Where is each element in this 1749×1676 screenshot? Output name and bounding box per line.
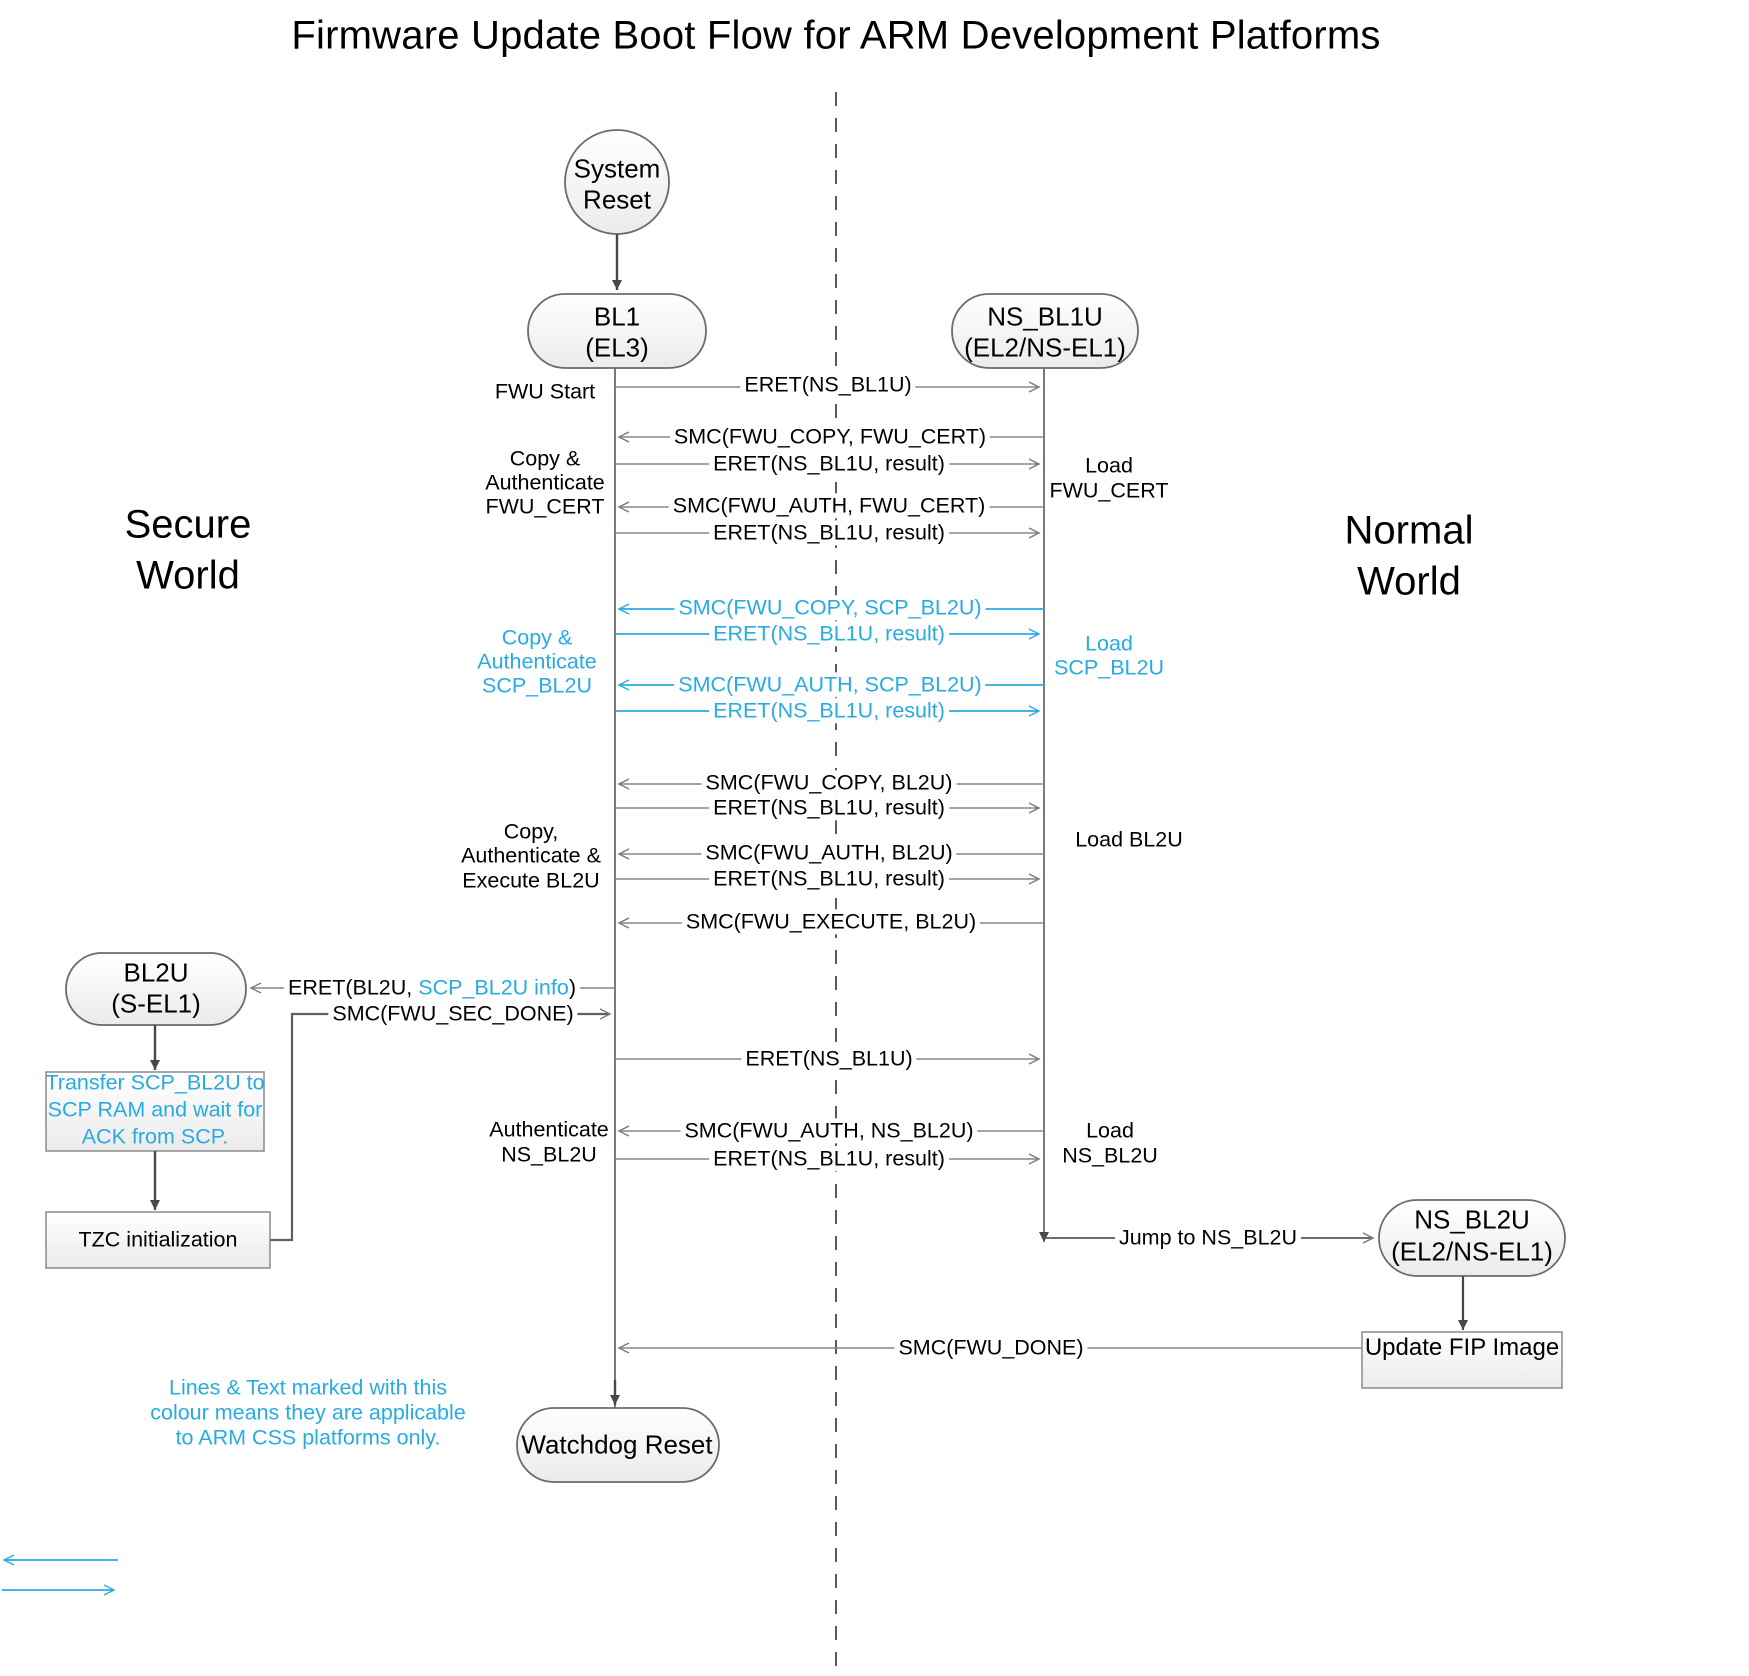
node-system-reset-shape [564, 129, 670, 235]
node-bl2u-shape [65, 952, 247, 1026]
node-ns-bl2u-shape [1378, 1199, 1566, 1277]
box-transfer-scp-shape [45, 1071, 265, 1152]
node-watchdog-reset-shape [516, 1407, 720, 1483]
box-tzc-init-shape [45, 1211, 271, 1269]
message-path-smc-sec-done [270, 1008, 612, 1242]
node-ns-bl1u-shape [951, 293, 1139, 369]
node-bl1-shape [527, 293, 707, 369]
box-update-fip-shape [1361, 1331, 1563, 1389]
